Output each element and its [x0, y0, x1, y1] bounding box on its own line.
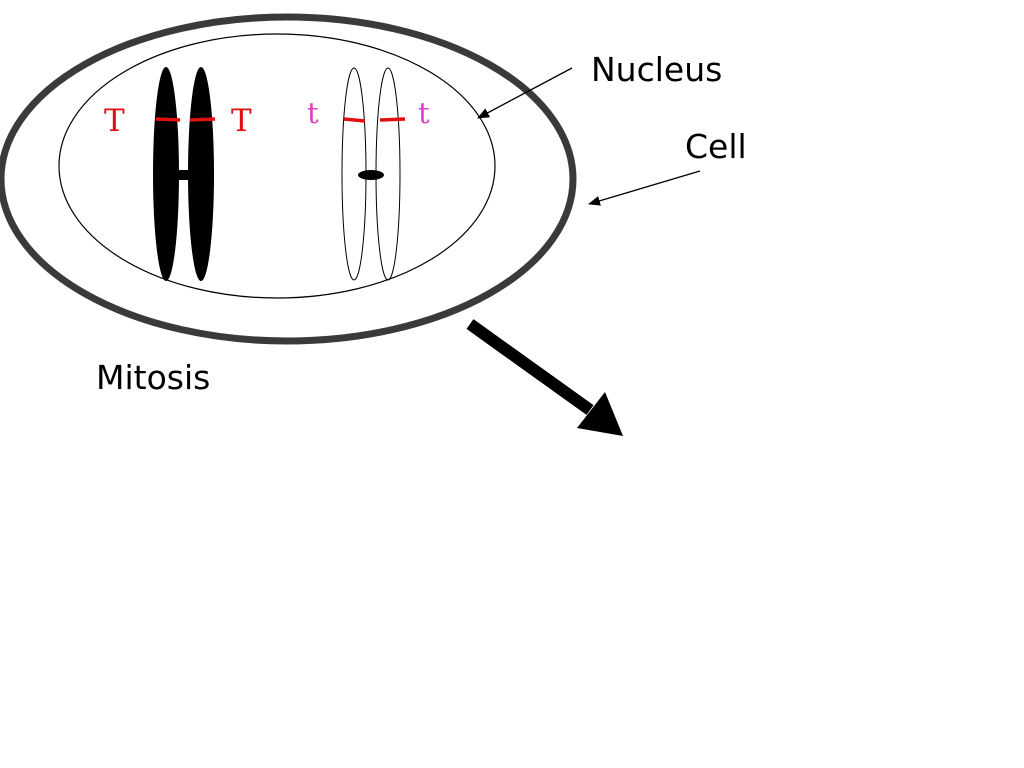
centromere-filled: [176, 170, 190, 180]
arrow-down-right-icon: [466, 319, 623, 436]
centromere-open: [358, 170, 384, 180]
allele-recessive-left: t: [307, 96, 319, 130]
nucleus-outline: [58, 33, 496, 299]
cell-membrane: [0, 13, 577, 345]
mitosis-label: Mitosis: [96, 358, 210, 397]
cell-pointer-icon: [588, 170, 701, 206]
allele-recessive-right: t: [418, 96, 430, 130]
allele-dominant-right: T: [231, 103, 252, 139]
gene-band: [155, 117, 181, 122]
gene-band: [343, 117, 366, 123]
gene-band: [379, 117, 406, 122]
dominant-chromosome: [153, 67, 216, 281]
chromatid-left-filled: [153, 67, 179, 281]
recessive-chromosome: [341, 67, 406, 281]
nucleus-pointer-icon: [477, 67, 573, 119]
allele-dominant-left: T: [104, 103, 125, 139]
nucleus-label: Nucleus: [591, 50, 722, 89]
gene-band: [189, 117, 216, 122]
chromatid-right-filled: [188, 67, 214, 281]
cell-label: Cell: [685, 127, 747, 166]
